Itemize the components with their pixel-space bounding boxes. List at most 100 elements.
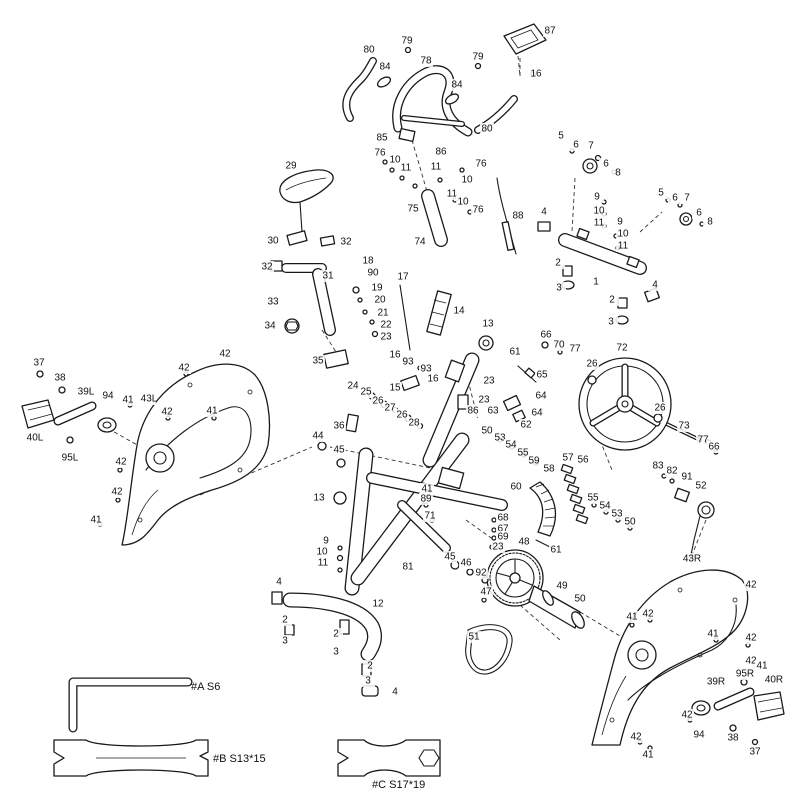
- callout-label: 80: [481, 124, 493, 135]
- callout-backdrop: [511, 210, 525, 222]
- callout-label: 32: [261, 262, 273, 273]
- callout-backdrop: [121, 394, 135, 406]
- callout-backdrop: [263, 320, 277, 332]
- callout-backdrop: [114, 456, 128, 468]
- callout-backdrop: [692, 729, 706, 741]
- callout-backdrop: [592, 217, 606, 229]
- fastener: [362, 309, 368, 315]
- fastener: [389, 167, 395, 173]
- callout-label: 2: [609, 295, 615, 306]
- fastener: [352, 286, 360, 294]
- front-crossbar-parts: [537, 158, 693, 325]
- callout-backdrop: [319, 535, 333, 547]
- assembly-guide-lines: [101, 58, 707, 665]
- callout-label: 76: [374, 148, 386, 159]
- fastener: [481, 597, 487, 603]
- callout-label: 29: [285, 161, 297, 172]
- callout-backdrop: [569, 139, 583, 151]
- guide-line: [329, 446, 441, 471]
- callout-label: 58: [543, 464, 555, 475]
- callout-label: 7: [588, 141, 594, 152]
- callout-label: 6: [603, 159, 609, 170]
- callout-backdrop: [388, 382, 402, 394]
- handlebar-post: [421, 189, 448, 247]
- wrench-c-tool: [337, 739, 441, 777]
- callout-backdrop: [53, 372, 67, 384]
- callout-backdrop: [316, 557, 330, 569]
- callout-backdrop: [371, 395, 385, 407]
- callout-label: 13: [313, 493, 325, 504]
- fastener: [412, 183, 418, 189]
- callout-label: 23: [492, 542, 504, 553]
- callout-backdrop: [504, 439, 518, 451]
- callout-backdrop: [480, 425, 494, 437]
- callout-backdrop: [534, 390, 548, 402]
- callout-label: 90: [367, 268, 379, 279]
- callout-label: 38: [54, 373, 66, 384]
- callout-label: 1: [593, 277, 599, 288]
- callout-backdrop: [311, 430, 325, 442]
- callout-backdrop: [471, 51, 485, 63]
- callout-label: 34: [264, 321, 276, 332]
- callout-label: 26: [654, 403, 666, 414]
- console-computer: [503, 23, 547, 77]
- callout-label: 42: [642, 609, 654, 620]
- callout-backdrop: [419, 493, 433, 505]
- callout-label: 4: [276, 577, 282, 588]
- callout-backdrop: [568, 343, 582, 355]
- fastener: [491, 527, 497, 533]
- callout-backdrop: [744, 632, 758, 644]
- callout-backdrop: [480, 123, 494, 135]
- callout-label: 63: [487, 406, 499, 417]
- magnetic-brake: [529, 463, 589, 537]
- callout-backdrop: [474, 158, 488, 170]
- callout-label: 52: [695, 481, 707, 492]
- callout-backdrop: [362, 44, 376, 56]
- callout-backdrop: [260, 261, 274, 273]
- callout-backdrop: [399, 162, 413, 174]
- callout-backdrop: [535, 369, 549, 381]
- callout-label: 54: [599, 501, 611, 512]
- callout-label: 79: [472, 52, 484, 63]
- guide-line: [599, 439, 613, 471]
- callout-label: 89: [420, 494, 432, 505]
- fastener: [333, 491, 347, 505]
- callout-label: 76: [475, 159, 487, 170]
- callout-label: 66: [708, 442, 720, 453]
- callout-backdrop: [479, 586, 493, 598]
- callout-label: 33: [267, 297, 279, 308]
- callout-backdrop: [110, 486, 124, 498]
- left-side-cover: [121, 363, 271, 546]
- callout-label: 19: [371, 283, 383, 294]
- callout-label: 41: [90, 515, 102, 526]
- callout-backdrop: [680, 471, 694, 483]
- callout-label: 11: [618, 241, 629, 252]
- flywheel-hub: [587, 375, 663, 423]
- callout-backdrop: [744, 579, 758, 591]
- drive-belt: [465, 624, 513, 675]
- callout-label: 7: [684, 193, 690, 204]
- callout-label: 77: [569, 344, 581, 355]
- callout-label: 42: [161, 407, 173, 418]
- callout-backdrop: [471, 204, 485, 216]
- callout-label: 26: [396, 410, 408, 421]
- callout-backdrop: [413, 236, 427, 248]
- handlebar-clamps: [376, 76, 460, 142]
- callout-label: 21: [377, 308, 389, 319]
- callout-backdrop: [623, 516, 637, 528]
- callout-label: 41: [206, 406, 218, 417]
- chain-stay: [397, 500, 451, 553]
- callout-backdrop: [481, 318, 495, 330]
- callout-label: 60: [510, 482, 522, 493]
- callout-label: 75: [407, 204, 419, 215]
- seat-tube: [344, 447, 374, 596]
- callout-backdrop: [748, 746, 762, 758]
- callout-backdrop: [266, 235, 280, 247]
- callout-backdrop: [611, 167, 625, 179]
- callout-backdrop: [332, 420, 346, 432]
- callout-label: 3: [282, 636, 288, 647]
- callout-backdrop: [419, 55, 433, 67]
- callout-label: 3: [365, 676, 371, 687]
- callout-backdrop: [101, 390, 115, 402]
- callout-label: 32: [340, 237, 352, 248]
